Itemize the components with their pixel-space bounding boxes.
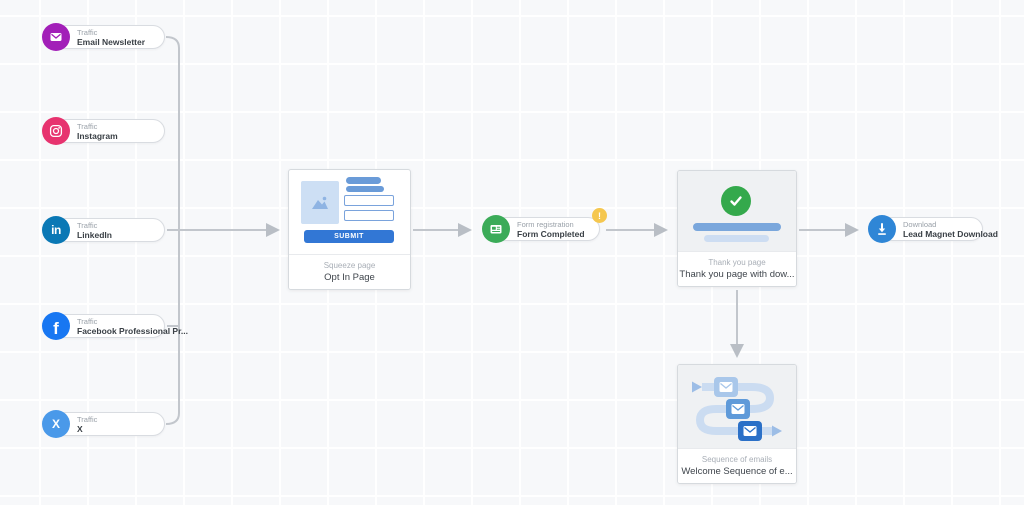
node-type-label: Sequence of emails	[701, 455, 773, 464]
email-sequence-icon	[692, 377, 782, 441]
x-icon: X	[42, 410, 70, 438]
envelope-icon	[42, 23, 70, 51]
form-field-placeholder	[344, 195, 394, 206]
node-thank-you-page[interactable]: Thank you page Thank you page with dow..…	[677, 170, 797, 287]
instagram-icon	[42, 117, 70, 145]
node-traffic-instagram[interactable]: Traffic Instagram	[42, 117, 165, 145]
warning-badge[interactable]: !	[592, 208, 607, 223]
node-type-label: Download	[903, 219, 937, 229]
node-type-label: Traffic	[77, 27, 98, 37]
node-type-label: Squeeze page	[323, 261, 376, 270]
node-traffic-email-newsletter[interactable]: Traffic Email Newsletter	[42, 23, 165, 51]
form-icon	[482, 215, 510, 243]
node-name-label: Form Completed	[517, 228, 585, 239]
download-icon	[868, 215, 896, 243]
text-bar	[704, 235, 769, 242]
node-type-label: Traffic	[77, 121, 98, 131]
node-squeeze-page[interactable]: SUBMIT Squeeze page Opt In Page	[288, 169, 411, 290]
node-type-label: Traffic	[77, 220, 98, 230]
node-traffic-facebook[interactable]: f Traffic Facebook Professional Pr...	[42, 312, 189, 340]
node-name-label: Facebook Professional Pr...	[77, 325, 189, 336]
node-form-completed[interactable]: Form registration Form Completed !	[482, 208, 607, 243]
node-name-label: Thank you page with dow...	[679, 269, 795, 280]
node-type-label: Thank you page	[708, 258, 766, 267]
node-type-label: Form registration	[517, 219, 574, 229]
node-name-label: Opt In Page	[324, 272, 375, 283]
headline-bar	[346, 177, 381, 184]
node-email-sequence[interactable]: Sequence of emails Welcome Sequence of e…	[677, 364, 797, 484]
node-type-label: Traffic	[77, 414, 98, 424]
facebook-icon: f	[42, 312, 70, 340]
thank-you-thumbnail	[678, 171, 796, 251]
node-name-label: Welcome Sequence of e...	[681, 466, 793, 477]
success-check-icon	[721, 186, 751, 216]
image-placeholder-icon	[301, 181, 339, 224]
email-sequence-thumbnail	[678, 365, 796, 448]
node-name-label: LinkedIn	[77, 229, 112, 240]
node-lead-magnet-download[interactable]: Download Lead Magnet Download	[868, 215, 998, 243]
node-name-label: Instagram	[77, 130, 118, 141]
node-type-label: Traffic	[77, 316, 98, 326]
text-bar	[693, 223, 781, 231]
squeeze-page-thumbnail: SUBMIT	[289, 170, 410, 254]
node-traffic-x[interactable]: X Traffic X	[42, 410, 165, 438]
node-traffic-linkedin[interactable]: in Traffic LinkedIn	[42, 216, 165, 244]
subheadline-bar	[346, 186, 384, 192]
form-field-placeholder	[344, 210, 394, 221]
node-name-label: Email Newsletter	[77, 36, 146, 47]
node-name-label: Lead Magnet Download	[903, 228, 998, 239]
linkedin-icon: in	[42, 216, 70, 244]
submit-button: SUBMIT	[304, 230, 394, 243]
node-name-label: X	[77, 423, 83, 434]
